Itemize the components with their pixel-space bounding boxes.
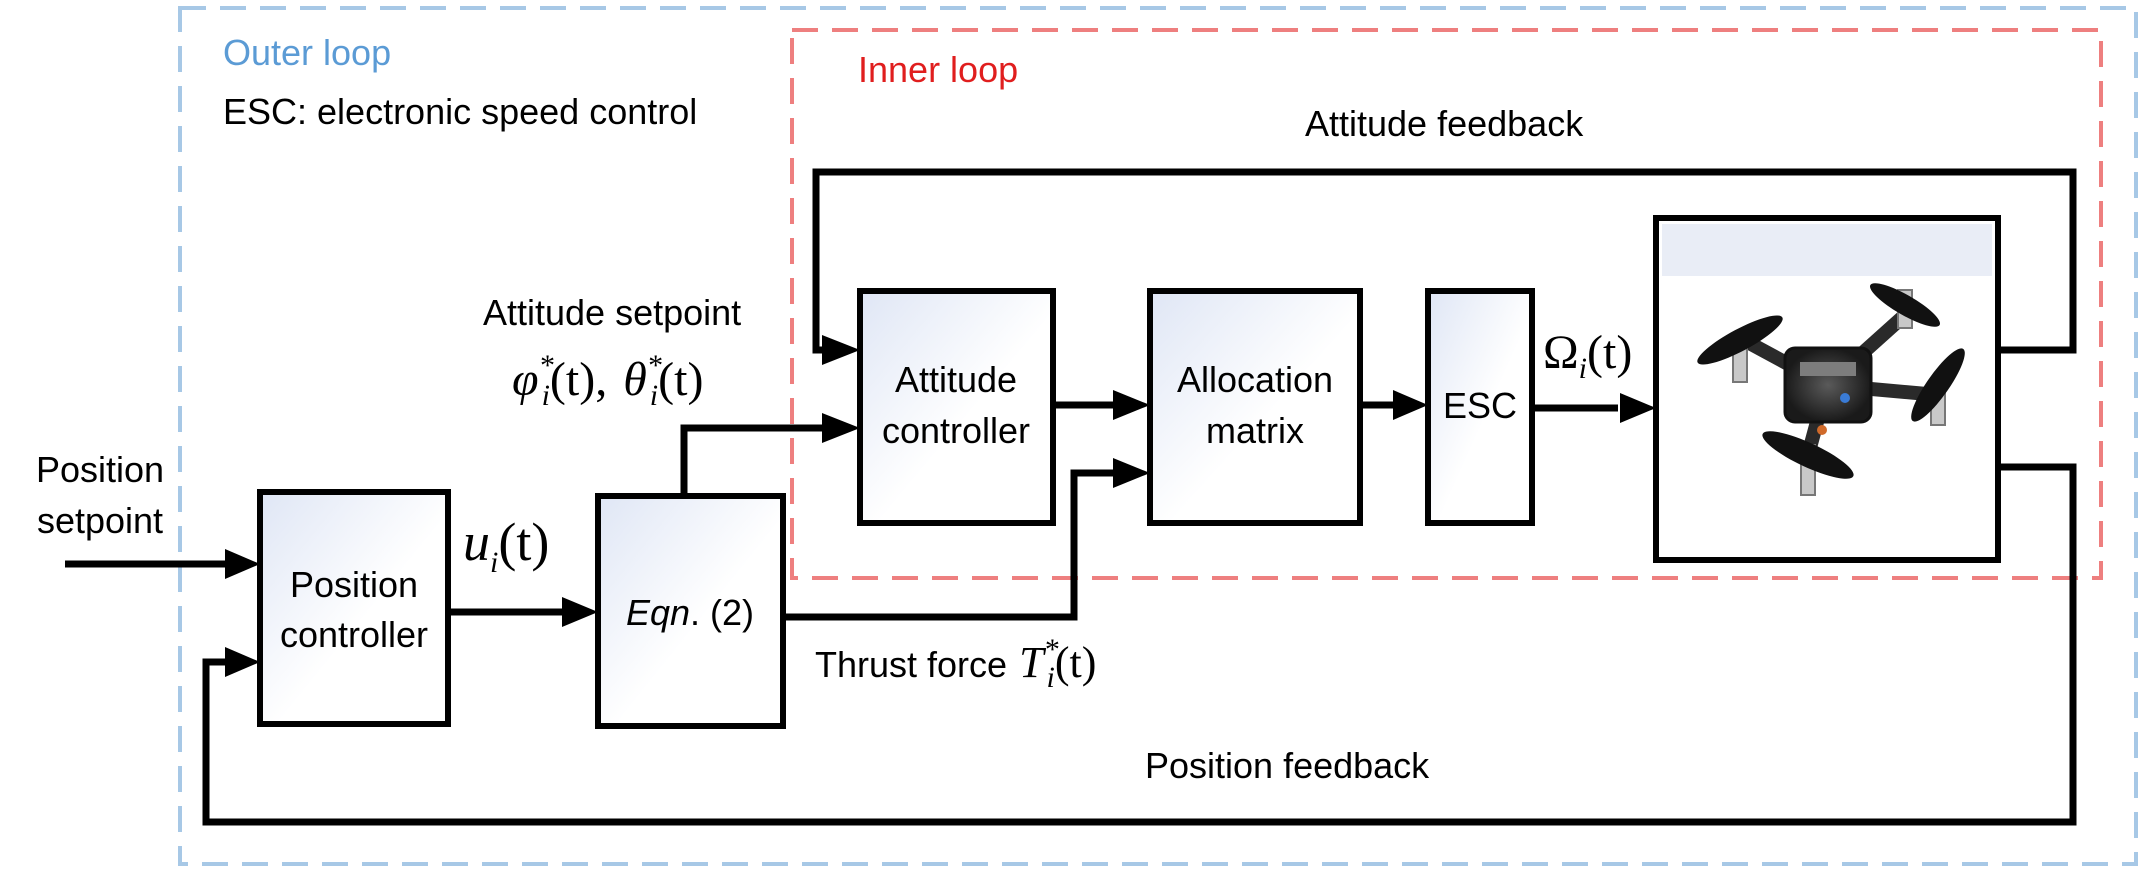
arrowhead-u xyxy=(562,597,598,627)
eqn-block xyxy=(595,493,786,729)
inner-loop-label: Inner loop xyxy=(858,49,1018,90)
esc-note: ESC: electronic speed control xyxy=(223,91,697,132)
thrust-force-wire xyxy=(783,469,1118,621)
attitude-setpoint-wire xyxy=(680,424,830,496)
position-controller-block xyxy=(257,489,451,727)
position-feedback-wire xyxy=(202,463,2077,826)
omega-signal-math: Ωi(t) xyxy=(1543,326,1632,385)
attitude-setpoint-label: Attitude setpoint xyxy=(483,292,741,333)
u-signal-math: ui(t) xyxy=(463,512,549,579)
esc-block xyxy=(1425,288,1535,526)
position-controller-label-1: Position xyxy=(290,564,418,605)
position-setpoint-label-2: setpoint xyxy=(37,500,163,541)
arrowhead-attitude-setpoint xyxy=(822,413,860,443)
allocation-matrix-label-1: Allocation xyxy=(1177,359,1333,400)
position-setpoint-label-1: Position xyxy=(36,449,164,490)
eqn-label: Eqn. (2) xyxy=(626,592,754,633)
attitude-feedback-wire xyxy=(812,168,2077,354)
esc-block-label: ESC xyxy=(1443,385,1517,426)
attitude-controller-label-1: Attitude xyxy=(895,359,1017,400)
attitude-controller-block xyxy=(857,288,1056,526)
position-feedback-label: Position feedback xyxy=(1145,745,1430,786)
outer-loop-label: Outer loop xyxy=(223,32,391,73)
position-controller-label-2: controller xyxy=(280,614,428,655)
attitude-feedback-label: Attitude feedback xyxy=(1305,103,1584,144)
attitude-setpoint-math: φ*i(t),θ*i(t) xyxy=(512,349,703,412)
allocation-matrix-block xyxy=(1147,288,1363,526)
arrowhead-thrust-force xyxy=(1113,458,1150,488)
outer-loop-boundary xyxy=(178,6,2138,866)
arrowhead-allocation-output xyxy=(1393,390,1428,420)
eqn-rest: . (2) xyxy=(690,592,754,633)
arrowhead-attitude-output xyxy=(1113,390,1150,420)
eqn-italic: Eqn xyxy=(626,592,690,633)
allocation-matrix-label-2: matrix xyxy=(1206,410,1304,451)
attitude-controller-label-2: controller xyxy=(882,410,1030,451)
arrowhead-position-feedback xyxy=(225,647,260,677)
arrowhead-attitude-feedback xyxy=(822,335,860,365)
quadcopter-drone-icon xyxy=(1662,224,1992,496)
arrowhead-omega xyxy=(1620,393,1656,423)
inner-loop-boundary xyxy=(790,28,2103,580)
arrowhead-position-setpoint xyxy=(225,549,260,579)
